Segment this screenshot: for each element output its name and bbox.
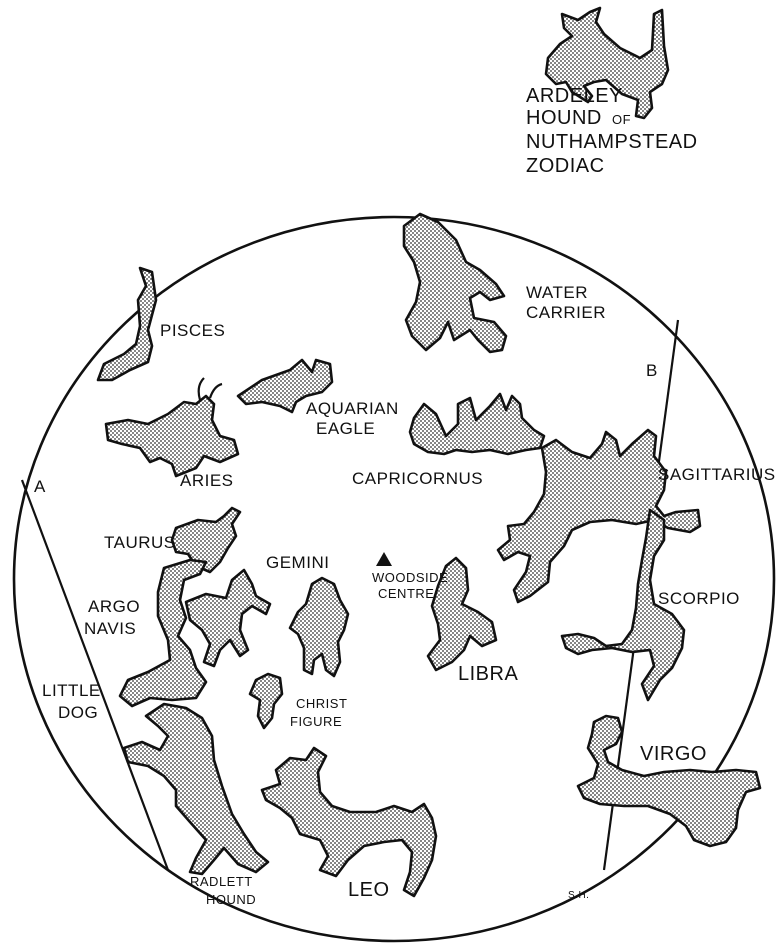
sagittarius-shape	[496, 428, 702, 604]
label-line-a: A	[34, 477, 46, 496]
line-a	[20, 479, 170, 871]
gemini-shape	[184, 568, 272, 668]
label-aries: ARIES	[180, 471, 234, 490]
pisces-shape	[96, 266, 158, 382]
label-libra: LIBRA	[458, 663, 518, 685]
title-line-2: HOUND	[526, 107, 602, 129]
label-sagittarius: SAGITTARIUS	[658, 465, 776, 484]
ardeley-hound-shape	[544, 6, 670, 120]
label-leo: LEO	[348, 879, 390, 901]
title-of: OF	[612, 112, 631, 127]
title-line-1: ARDELEY	[526, 85, 623, 107]
label-christ-2: FIGURE	[290, 714, 342, 729]
aquarian-eagle-shape	[236, 358, 334, 414]
label-woodside-1: WOODSIDE	[372, 570, 448, 585]
label-little-2: DOG	[58, 703, 98, 722]
leo-shape	[260, 746, 438, 898]
label-christ-1: CHRIST	[296, 696, 347, 711]
label-argo-1: ARGO	[88, 597, 140, 616]
aries-horns	[197, 377, 223, 401]
woodside-centre-marker	[376, 552, 392, 566]
aries-shape	[104, 394, 240, 478]
label-taurus: TAURUS	[104, 533, 176, 552]
christ-small-figure	[248, 672, 284, 730]
signature: S.H.	[568, 890, 589, 901]
label-virgo: VIRGO	[640, 743, 707, 765]
virgo-shape	[576, 714, 762, 848]
capricornus-shape	[408, 392, 546, 456]
label-water-2: CARRIER	[526, 303, 606, 322]
libra-shape	[426, 556, 498, 672]
argo-navis-shape	[118, 558, 208, 708]
radlett-hound-shape	[122, 702, 270, 876]
label-argo-2: NAVIS	[84, 619, 136, 638]
label-pisces: PISCES	[160, 321, 225, 340]
taurus-shape	[170, 506, 242, 574]
label-water-1: WATER	[526, 283, 588, 302]
label-radlett-1: RADLETT	[190, 874, 253, 889]
label-gemini: GEMINI	[266, 553, 329, 572]
label-line-b: B	[646, 361, 658, 380]
scorpio-shape	[560, 508, 686, 702]
label-scorpio: SCORPIO	[658, 589, 740, 608]
title-block: ARDELEY HOUND OF NUTHAMPSTEAD ZODIAC	[526, 85, 698, 177]
label-radlett-2: HOUND	[206, 892, 256, 907]
christ-figure-shape	[288, 576, 350, 678]
label-capricornus: CAPRICORNUS	[352, 469, 483, 488]
label-little-1: LITTLE	[42, 681, 101, 700]
water-carrier-shape	[402, 212, 508, 354]
label-aquarian-2: EAGLE	[316, 419, 375, 438]
title-line-4: ZODIAC	[526, 155, 605, 177]
label-woodside-2: CENTRE	[378, 586, 434, 601]
title-line-3: NUTHAMPSTEAD	[526, 131, 698, 153]
zodiac-circle	[12, 215, 776, 943]
label-aquarian-1: AQUARIAN	[306, 399, 399, 418]
